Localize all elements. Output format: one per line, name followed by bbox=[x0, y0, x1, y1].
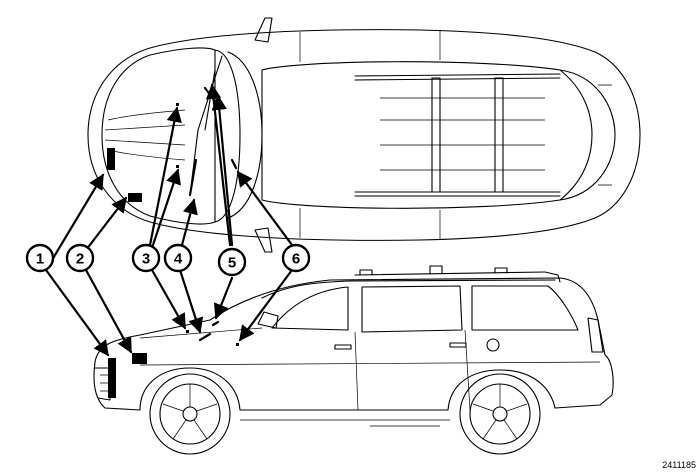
callout-2: 2 bbox=[65, 243, 95, 273]
front-wheel bbox=[149, 373, 231, 455]
leader-lines bbox=[44, 83, 294, 357]
component-5-side bbox=[211, 320, 220, 327]
callout-1: 1 bbox=[25, 243, 55, 273]
callout-3: 3 bbox=[131, 243, 161, 273]
component-6-side bbox=[236, 343, 239, 346]
component-3-side bbox=[186, 330, 189, 333]
vehicle-top-view bbox=[87, 17, 641, 253]
component-1-top bbox=[107, 148, 115, 170]
callout-3-label: 3 bbox=[142, 251, 150, 268]
component-4-top bbox=[188, 158, 198, 197]
component-2-top bbox=[128, 193, 142, 202]
callout-6: 6 bbox=[281, 243, 311, 273]
callout-5: 5 bbox=[217, 247, 247, 277]
vehicle-side-view bbox=[93, 265, 614, 455]
callout-4: 4 bbox=[163, 243, 193, 273]
component-1-side bbox=[108, 358, 116, 398]
component-2-side bbox=[132, 353, 147, 364]
rear-wheel bbox=[459, 373, 541, 455]
callout-2-label: 2 bbox=[76, 251, 84, 268]
callout-4-label: 4 bbox=[174, 251, 183, 268]
component-4-side bbox=[198, 332, 212, 342]
callout-1-label: 1 bbox=[36, 251, 44, 268]
component-6-top bbox=[230, 158, 238, 170]
callout-5-label: 5 bbox=[228, 255, 236, 272]
figure-code: 2411185 bbox=[662, 460, 696, 470]
component-3-top bbox=[176, 103, 179, 106]
callout-6-label: 6 bbox=[292, 251, 300, 268]
